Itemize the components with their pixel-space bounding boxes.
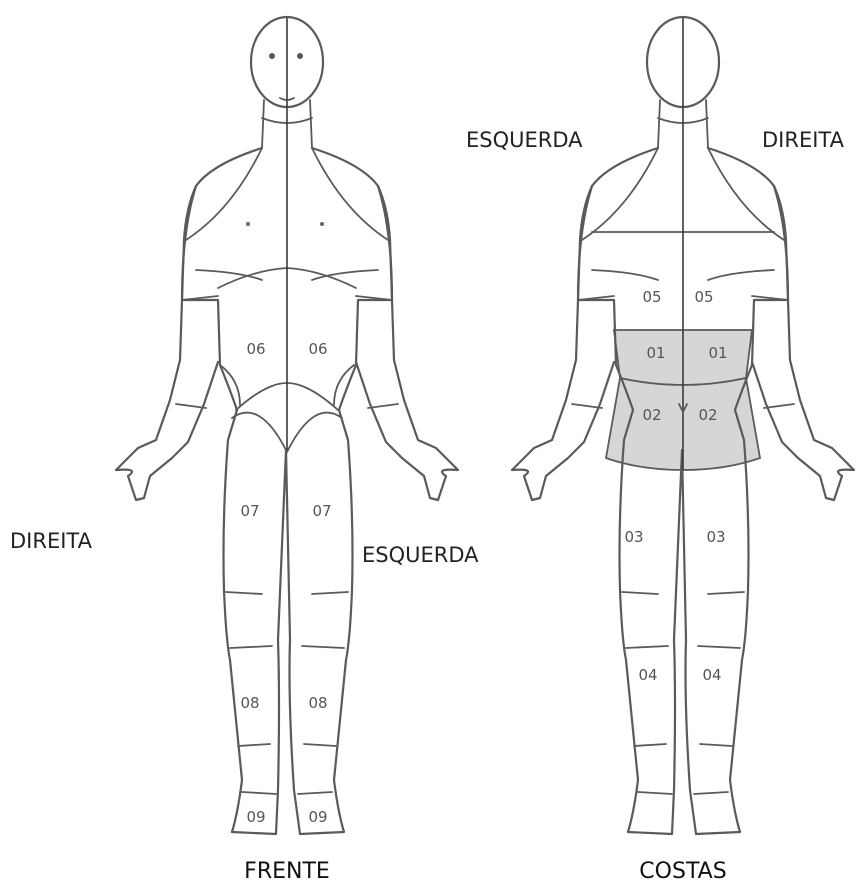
region-label-back-buttock-l: 02 — [642, 406, 661, 424]
region-label-front-abdomen-l: 06 — [308, 340, 327, 358]
region-label-back-lumbar-r: 01 — [708, 344, 727, 362]
back-left-side-label: ESQUERDA — [466, 128, 583, 152]
region-label-front-foot-l: 09 — [308, 808, 327, 826]
region-label-back-thigh-r: 03 — [706, 528, 725, 546]
region-label-back-calf-r: 04 — [702, 666, 721, 684]
region-label-back-buttock-r: 02 — [698, 406, 717, 424]
region-label-front-thigh-r: 07 — [240, 502, 259, 520]
region-label-back-thigh-l: 03 — [624, 528, 643, 546]
region-label-front-shin-l: 08 — [308, 694, 327, 712]
back-right-side-label: DIREITA — [762, 128, 845, 152]
front-figure — [116, 17, 458, 834]
region-label-back-lumbar-l: 01 — [646, 344, 665, 362]
front-caption: FRENTE — [244, 859, 330, 884]
region-label-back-upper-r: 05 — [694, 288, 713, 306]
region-label-front-abdomen-r: 06 — [246, 340, 265, 358]
back-caption: COSTAS — [639, 859, 726, 884]
region-label-front-shin-r: 08 — [240, 694, 259, 712]
front-right-side-label: DIREITA — [10, 529, 93, 553]
region-label-back-upper-l: 05 — [642, 288, 661, 306]
front-left-side-label: ESQUERDA — [362, 543, 479, 567]
region-label-front-foot-r: 09 — [246, 808, 265, 826]
region-label-front-thigh-l: 07 — [312, 502, 331, 520]
region-label-back-calf-l: 04 — [638, 666, 657, 684]
